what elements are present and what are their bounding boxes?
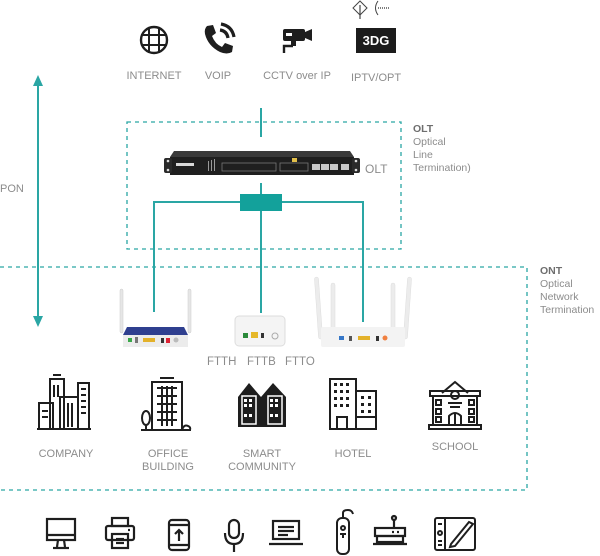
ont-box-fttb xyxy=(234,315,286,347)
laptop-icon xyxy=(268,519,304,547)
globe-icon xyxy=(138,24,170,56)
ont-side-line: Termination xyxy=(540,304,595,316)
ont-side-legend: ONT Optical Network Termination xyxy=(540,265,594,317)
building-label-school: SCHOOL xyxy=(431,441,479,453)
olt-device-label: OLT xyxy=(365,162,388,176)
olt-side-line: Line xyxy=(413,149,433,161)
olt-side-line: Termination) xyxy=(413,162,471,174)
monitor-icon xyxy=(45,517,77,551)
olt-boundary xyxy=(126,121,402,250)
splitter xyxy=(240,194,282,211)
tv-3dg-icon: 3DG xyxy=(350,0,400,60)
building-label-office: OFFICE BUILDING xyxy=(130,448,206,474)
company-buildings-icon xyxy=(36,373,92,431)
hotel-icon xyxy=(328,377,378,431)
pon-arrow xyxy=(33,75,43,327)
mode-label-ftto: FTTO xyxy=(285,356,315,368)
drawing-tablet-icon xyxy=(433,514,477,552)
smartphone-upload-icon xyxy=(167,518,191,552)
olt-side-title: OLT xyxy=(413,123,434,135)
mode-label-fttb: FTTB xyxy=(247,356,276,368)
olt-side-legend: OLT Optical Line Termination) xyxy=(413,123,471,175)
service-label-cctv: CCTV over IP xyxy=(263,70,331,82)
olt-side-line: Optical xyxy=(413,136,446,148)
office-building-icon xyxy=(140,376,192,432)
service-label-internet: INTERNET xyxy=(126,70,182,82)
building-label-community-text: SMART COMMUNITY xyxy=(228,448,296,473)
ont-side-line: Network xyxy=(540,291,579,303)
router-icon xyxy=(372,514,408,550)
ont-router-ftth xyxy=(113,287,198,349)
ont-side-line: Optical xyxy=(540,278,573,290)
school-icon xyxy=(428,379,482,431)
mode-label-ftth: FTTH xyxy=(207,356,237,368)
3dg-badge: 3DG xyxy=(362,33,390,48)
service-label-iptv: IPTV/OPT xyxy=(350,72,402,84)
building-label-company: COMPANY xyxy=(38,448,94,460)
pon-label: PON xyxy=(0,183,24,195)
ont-side-title: ONT xyxy=(540,265,563,277)
smart-community-houses-icon xyxy=(237,381,287,429)
ont-router-ftto xyxy=(313,275,413,353)
printer-icon xyxy=(104,516,136,550)
microphone-icon xyxy=(222,518,246,554)
building-label-community: SMART COMMUNITY xyxy=(222,448,302,474)
cctv-camera-icon xyxy=(280,26,314,56)
olt-device xyxy=(164,147,360,181)
phone-icon xyxy=(200,20,238,58)
building-label-office-text: OFFICE BUILDING xyxy=(142,448,194,473)
remote-control-icon xyxy=(332,508,358,556)
service-label-voip: VOIP xyxy=(204,70,232,82)
building-label-hotel: HOTEL xyxy=(334,448,372,460)
